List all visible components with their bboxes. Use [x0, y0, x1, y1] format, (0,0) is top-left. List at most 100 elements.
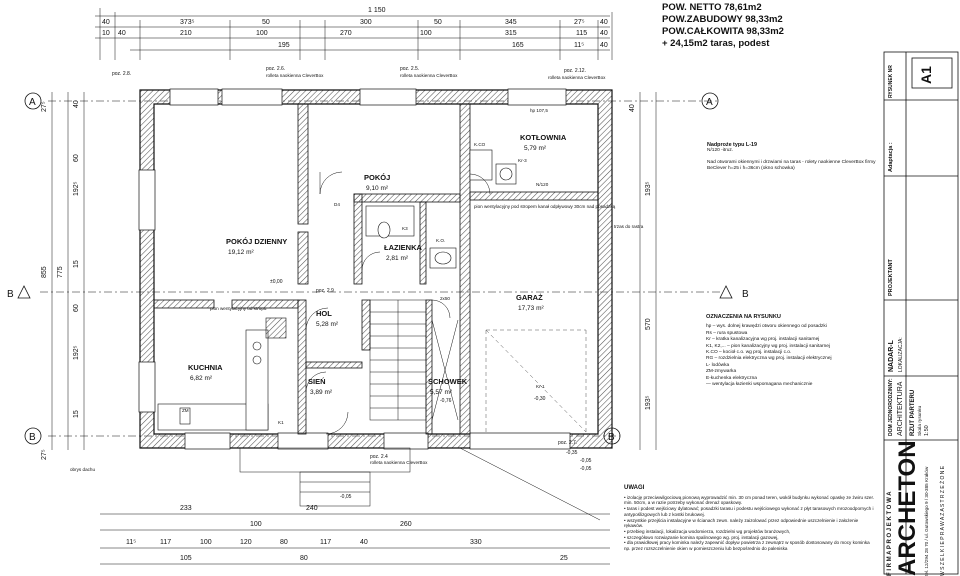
- total-area: POW.CAŁKOWITA 98,33m2: [662, 26, 784, 37]
- window-tag: poz. 2.8.: [112, 71, 131, 77]
- room-area: 9,10 m²: [366, 185, 389, 192]
- interior-walls: [153, 103, 599, 435]
- lintel-title: Nadproże typu L-19: [707, 142, 758, 148]
- room-area: 19,12 m²: [228, 249, 254, 256]
- legend-item: hp – wys. dolnej krawędzi otworu okienne…: [706, 324, 827, 330]
- label: hp 107,5: [530, 108, 548, 113]
- general-notes: UWAGI • izolację przeciwwilgociową piono…: [624, 485, 876, 552]
- room-name: POKÓJ DZIENNY: [226, 237, 287, 246]
- adaptation-label: Adaptacja :: [888, 142, 894, 172]
- axis-b-label: B: [29, 432, 36, 443]
- dim-side: 570: [645, 318, 652, 330]
- lintel-note: Nadproże typu L-19 N/120 -itruz. Nad otw…: [707, 142, 877, 172]
- dim-bottom: 233: [180, 505, 192, 512]
- dim-bottom: 240: [306, 505, 318, 512]
- room-area: 17,73 m²: [518, 305, 544, 312]
- legend-item: K.CO – kocioł c.o. wg proj. instalacji c…: [706, 350, 792, 356]
- branch: ARCHITEKTURA: [897, 381, 904, 436]
- dim-top: 270: [340, 30, 352, 37]
- label: Kr-1: [536, 384, 545, 389]
- kitchen-fixtures: [157, 317, 287, 431]
- dim-bottom: 80: [280, 539, 288, 546]
- terrace-area: + 24,15m2 taras, podest: [662, 38, 770, 49]
- window-tag-note: rolleta naokienna CleverBox: [400, 73, 458, 78]
- dim-top: 50: [434, 19, 442, 26]
- firm-subtitle: F I R M A P R O J E K T O W A: [887, 491, 893, 576]
- room-area: 5,57 m²: [430, 389, 453, 396]
- dim-bottom: 11⁵: [126, 539, 136, 546]
- lintel-sub: N/120 -itruz.: [707, 148, 734, 153]
- legend-title: OZNACZENIA NA RYSUNKU: [706, 314, 781, 320]
- garage-ceiling-lines: [485, 329, 587, 433]
- bathroom-fixtures: [365, 149, 517, 269]
- title-block-frame: [883, 51, 959, 575]
- room-area: 2,81 m²: [386, 255, 409, 262]
- legend-item: Rs – rura spustowa: [706, 330, 748, 336]
- legend-item: L- lodówka: [706, 362, 730, 368]
- dim-top: 11⁵: [574, 42, 584, 49]
- drawing-legend: OZNACZENIA NA RYSUNKU hp – wys. dolnej k…: [706, 314, 881, 388]
- label: -0,05: [580, 466, 592, 472]
- note-item: • taras i podest wejściowy dylatować; po…: [624, 506, 874, 517]
- dim-bottom: 80: [300, 555, 308, 562]
- label: obrys dachu: [70, 467, 95, 472]
- dim-side: 40: [629, 104, 636, 112]
- room-area: 5,79 m²: [524, 145, 547, 152]
- dim-top: 40: [102, 19, 110, 26]
- top-dimension-values: 1 150 40 373⁵ 50 300 50 345 27⁵ 40 10 40…: [102, 7, 608, 49]
- dim-top: 50: [262, 19, 270, 26]
- net-area: POW. NETTO 78,61m2: [662, 2, 762, 13]
- dim-total-width: 1 150: [368, 7, 386, 14]
- scale-value: 1:50: [924, 425, 930, 436]
- label: pion wentylacyjny pod stropem kanał odpł…: [474, 204, 616, 209]
- label: Kr-3: [518, 158, 527, 163]
- legend-item: RG – rozdzielnia elektryczna wg proj. in…: [706, 356, 832, 362]
- top-dimension-lines: [95, 8, 613, 60]
- dim-bottom: 25: [560, 555, 568, 562]
- axis-a-label: A: [706, 97, 713, 108]
- axis-a-label: A: [29, 97, 36, 108]
- label: -0,05: [340, 494, 352, 500]
- room-name: KUCHNIA: [188, 363, 223, 372]
- door-swings: [305, 171, 491, 435]
- rights-reserved: W S Z E L K I E P R A W A Z A S T R Z E …: [940, 465, 946, 576]
- dim-side: 855: [41, 266, 48, 278]
- note-item: • wszystkie przejścia instalacyjne w ści…: [624, 517, 859, 529]
- location-label: LOKALIZACJA:: [898, 337, 904, 372]
- legend-item: Kr – kratka kanalizacyjna wg proj. insta…: [706, 337, 820, 343]
- dim-side: 15: [73, 260, 80, 268]
- label: pion wentylacyjny od stropu: [210, 306, 267, 311]
- dim-side: 15: [73, 410, 80, 418]
- dim-side: 60: [73, 304, 80, 312]
- room-name: SCHOWEK: [428, 377, 468, 386]
- drawing-number: A1: [918, 66, 934, 84]
- note-item: • szczegółowo rozwiązanie komina spalino…: [624, 534, 779, 540]
- note-item: • izolację przeciwwilgociową pionową wyp…: [624, 494, 875, 506]
- built-area: POW.ZABUDOWY 98,33m2: [662, 14, 783, 25]
- staircase: [369, 299, 459, 421]
- legend-item: K1, K2,... – pion kanalizacyjny wg proj.…: [706, 343, 830, 349]
- room-name: POKÓJ: [364, 173, 390, 182]
- label: -0,76: [440, 398, 452, 404]
- notes-title: UWAGI: [624, 485, 645, 491]
- dim-top: 40: [600, 30, 608, 37]
- room-name: GARAŻ: [516, 293, 543, 302]
- dim-bottom: 40: [360, 539, 368, 546]
- dim-side: 60: [73, 154, 80, 162]
- dim-side: 193⁵: [645, 395, 652, 410]
- bottom-dimension-values: 233 240 100 260 11⁵ 117 100 120 80 117 4…: [126, 505, 568, 562]
- section-b-label: B: [7, 289, 14, 300]
- label: ±0,00: [270, 279, 283, 285]
- dim-top: 10: [102, 30, 110, 37]
- dim-top: 195: [278, 42, 290, 49]
- room-area: 3,89 m²: [310, 389, 333, 396]
- note-item: • przebieg instalacji, lokalizacja wodom…: [624, 528, 791, 534]
- window-tags: poz. 2.6. rolleta naokienna CleverBox po…: [112, 66, 606, 465]
- label: K3: [402, 226, 408, 231]
- window-tag: poz. 2.12.: [564, 68, 586, 74]
- legend-item: ZM-zmywarka: [706, 369, 737, 375]
- room-name: KOTŁOWNIA: [520, 133, 567, 142]
- dim-bottom: 330: [470, 539, 482, 546]
- label: 2x50: [440, 296, 450, 301]
